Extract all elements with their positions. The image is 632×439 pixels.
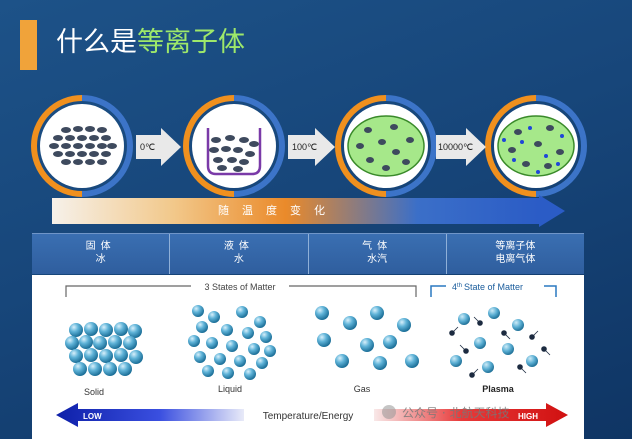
state-label-liquid: Liquid — [218, 384, 242, 394]
state-name: 气体 — [362, 241, 393, 252]
plasma-electrons — [449, 316, 551, 378]
phase-solid-icon — [30, 94, 134, 198]
arrow-label-100c: 100℃ — [292, 142, 318, 152]
state-name: 液体 — [223, 241, 254, 252]
title-prefix: 什么是 — [56, 27, 137, 58]
fourth-state-sup: th — [457, 283, 462, 289]
arrow-label-0c: 0℃ — [140, 142, 156, 152]
fourth-state-text: State of Matter — [464, 282, 523, 292]
phase-gas-icon — [334, 94, 438, 198]
table-cell-liquid: 液体 水 — [170, 234, 309, 274]
arrow-0c: 0℃ — [136, 128, 181, 166]
solid-particles — [65, 322, 143, 376]
table-cell-solid: 固体 冰 — [32, 234, 171, 274]
fourth-state-number: 4 — [452, 282, 457, 292]
axis-label: Temperature/Energy — [263, 411, 354, 422]
state-name: 固体 — [85, 241, 116, 252]
title-accent-bar — [20, 20, 37, 70]
table-cell-gas: 气体 水汽 — [309, 234, 447, 274]
state-label-plasma: Plasma — [482, 384, 515, 394]
state-name: 等离子体 — [495, 241, 536, 252]
high-arrow: HIGH — [374, 403, 568, 427]
wechat-icon — [382, 405, 396, 419]
arrow-100c: 100℃ — [288, 128, 335, 166]
plasma-ions — [450, 307, 538, 373]
phase-liquid-icon — [182, 94, 286, 198]
table-cell-plasma: 等离子体 电离气体 — [447, 234, 584, 274]
temperature-gradient-bar — [52, 198, 539, 224]
phase-plasma-icon — [484, 94, 588, 198]
watermark-text: 公众号 · 北航天科技 — [402, 406, 510, 420]
state-example: 冰 — [95, 254, 106, 265]
arrow-label-10000c: 10000℃ — [438, 142, 474, 152]
high-label: HIGH — [518, 412, 538, 421]
state-example: 电离气体 — [495, 254, 536, 265]
page-title: 什么是等离子体 — [56, 24, 245, 62]
gas-particles — [315, 306, 419, 370]
low-label: LOW — [83, 412, 102, 421]
arrow-10000c: 10000℃ — [436, 128, 486, 166]
state-label-gas: Gas — [354, 384, 371, 394]
state-example: 水汽 — [367, 254, 388, 265]
state-example: 水 — [233, 254, 244, 265]
three-states-label: 3 States of Matter — [204, 282, 275, 292]
state-label-solid: Solid — [84, 387, 104, 397]
watermark: 公众号 · 北航天科技 — [382, 402, 509, 424]
states-table: 固体 冰 液体 水 气体 水汽 等离子体 电离气体 — [32, 233, 584, 274]
title-highlight: 等离子体 — [137, 27, 245, 58]
temperature-arrow-head-icon — [539, 195, 565, 227]
low-arrow: LOW — [56, 403, 244, 427]
liquid-particles — [188, 305, 276, 380]
temperature-bar-label: 随温度变化 — [218, 204, 338, 217]
